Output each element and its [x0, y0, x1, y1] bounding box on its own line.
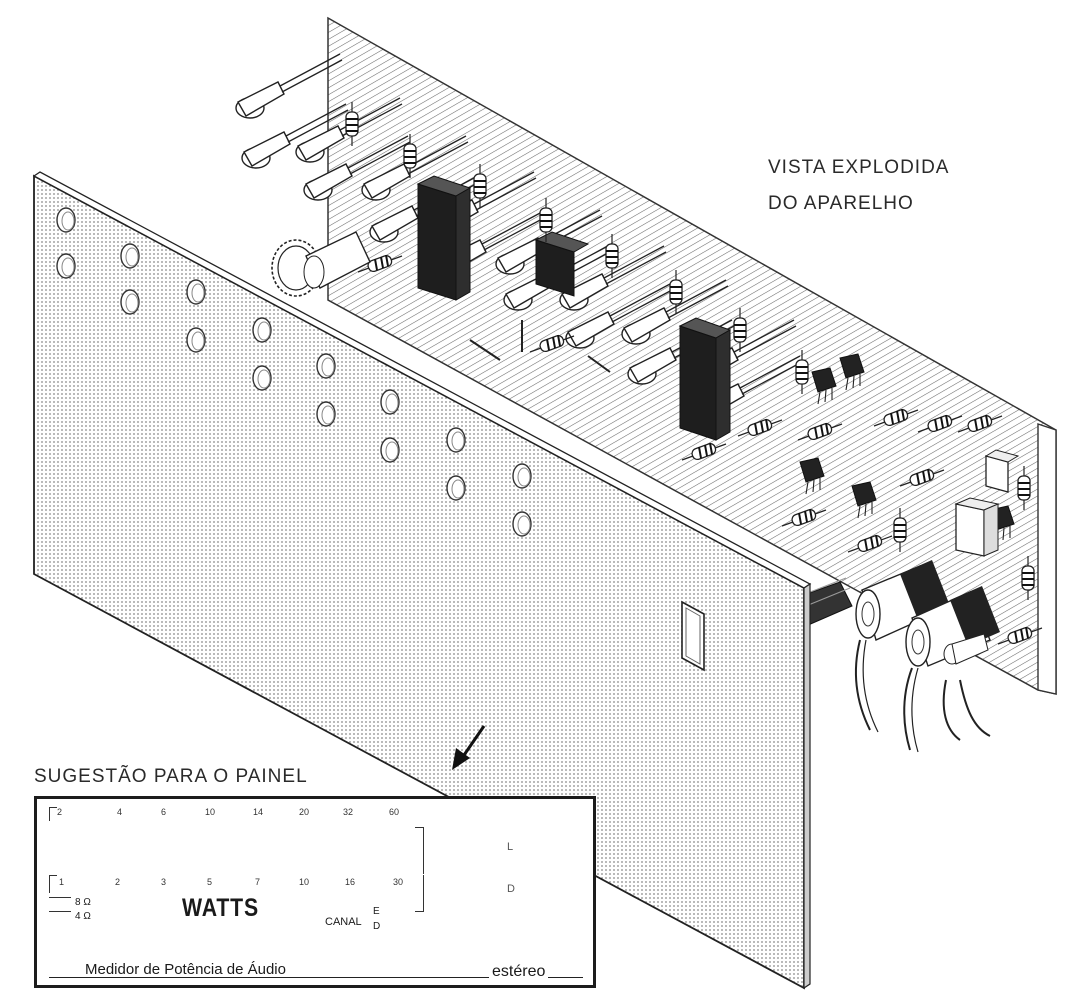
channel-d-label: D	[507, 883, 515, 895]
top-scale-label: 4	[117, 807, 123, 817]
channel-l-label: L	[507, 841, 514, 853]
exploded-view-line1: VISTA EXPLODIDA	[768, 157, 950, 178]
bracket-top-left-v	[49, 807, 50, 821]
arrow-down-left-icon	[452, 725, 486, 770]
device-title: Medidor de Potência de Áudio	[85, 961, 286, 978]
top-scale-label: 20	[299, 807, 310, 817]
stereo-label: estéreo	[489, 963, 549, 981]
bracket-bottom-left-h	[49, 875, 57, 876]
bracket-top-right	[415, 827, 424, 874]
top-scale-label: 32	[343, 807, 354, 817]
panel-baseline	[49, 977, 583, 978]
exploded-view-line2: DO APARELHO	[768, 193, 914, 214]
bracket-ohm8	[49, 897, 71, 898]
bracket-ohm4-line	[49, 911, 71, 912]
capacitor-block-2	[984, 449, 1020, 493]
panel-suggestion-label: SUGESTÃO PARA O PAINEL	[34, 766, 308, 787]
potentiometer-knob-icon	[271, 231, 371, 297]
bottom-scale-label: 7	[255, 877, 261, 887]
capacitor-block-1	[954, 497, 1000, 557]
switch-slot	[681, 600, 705, 672]
small-capacitor	[943, 633, 989, 665]
exploded-view-label: VISTA EXPLODIDA DO APARELHO	[768, 150, 949, 222]
bottom-scale-label: 10	[299, 877, 310, 887]
bottom-scale-label: 1	[59, 877, 65, 887]
bottom-scale-label: 30	[393, 877, 404, 887]
bottom-scale-label: 3	[161, 877, 167, 887]
bottom-scale-label: 5	[207, 877, 213, 887]
bottom-scale-label: 16	[345, 877, 356, 887]
top-scale-label: 2	[57, 807, 63, 817]
canal-label: CANAL	[325, 916, 362, 928]
canal-d-label: D	[373, 921, 381, 932]
ohm-8-label: 8 Ω	[75, 897, 91, 908]
top-scale-label: 10	[205, 807, 216, 817]
led-icon	[235, 53, 343, 119]
ic-chip-2	[534, 231, 590, 297]
canal-e-label: E	[373, 906, 380, 917]
bracket-bottom-right	[415, 875, 424, 912]
board-components	[235, 53, 1043, 753]
bracket-top-left	[49, 807, 57, 808]
ic-chip-3	[678, 317, 732, 441]
ic-chip-1	[416, 175, 472, 301]
top-scale-label: 6	[161, 807, 167, 817]
panel-suggestion-drawing: 2 4 6 10 14 20 32 60 1 2 3 5 7 10 16 30 …	[34, 796, 596, 988]
bottom-scale-label: 2	[115, 877, 121, 887]
front-panel-plate	[32, 171, 812, 990]
bracket-bottom-left	[49, 875, 50, 893]
top-scale-label: 60	[389, 807, 400, 817]
top-scale-label: 14	[253, 807, 264, 817]
watts-label: WATTS	[182, 894, 260, 922]
ohm-4-label: 4 Ω	[75, 911, 91, 922]
